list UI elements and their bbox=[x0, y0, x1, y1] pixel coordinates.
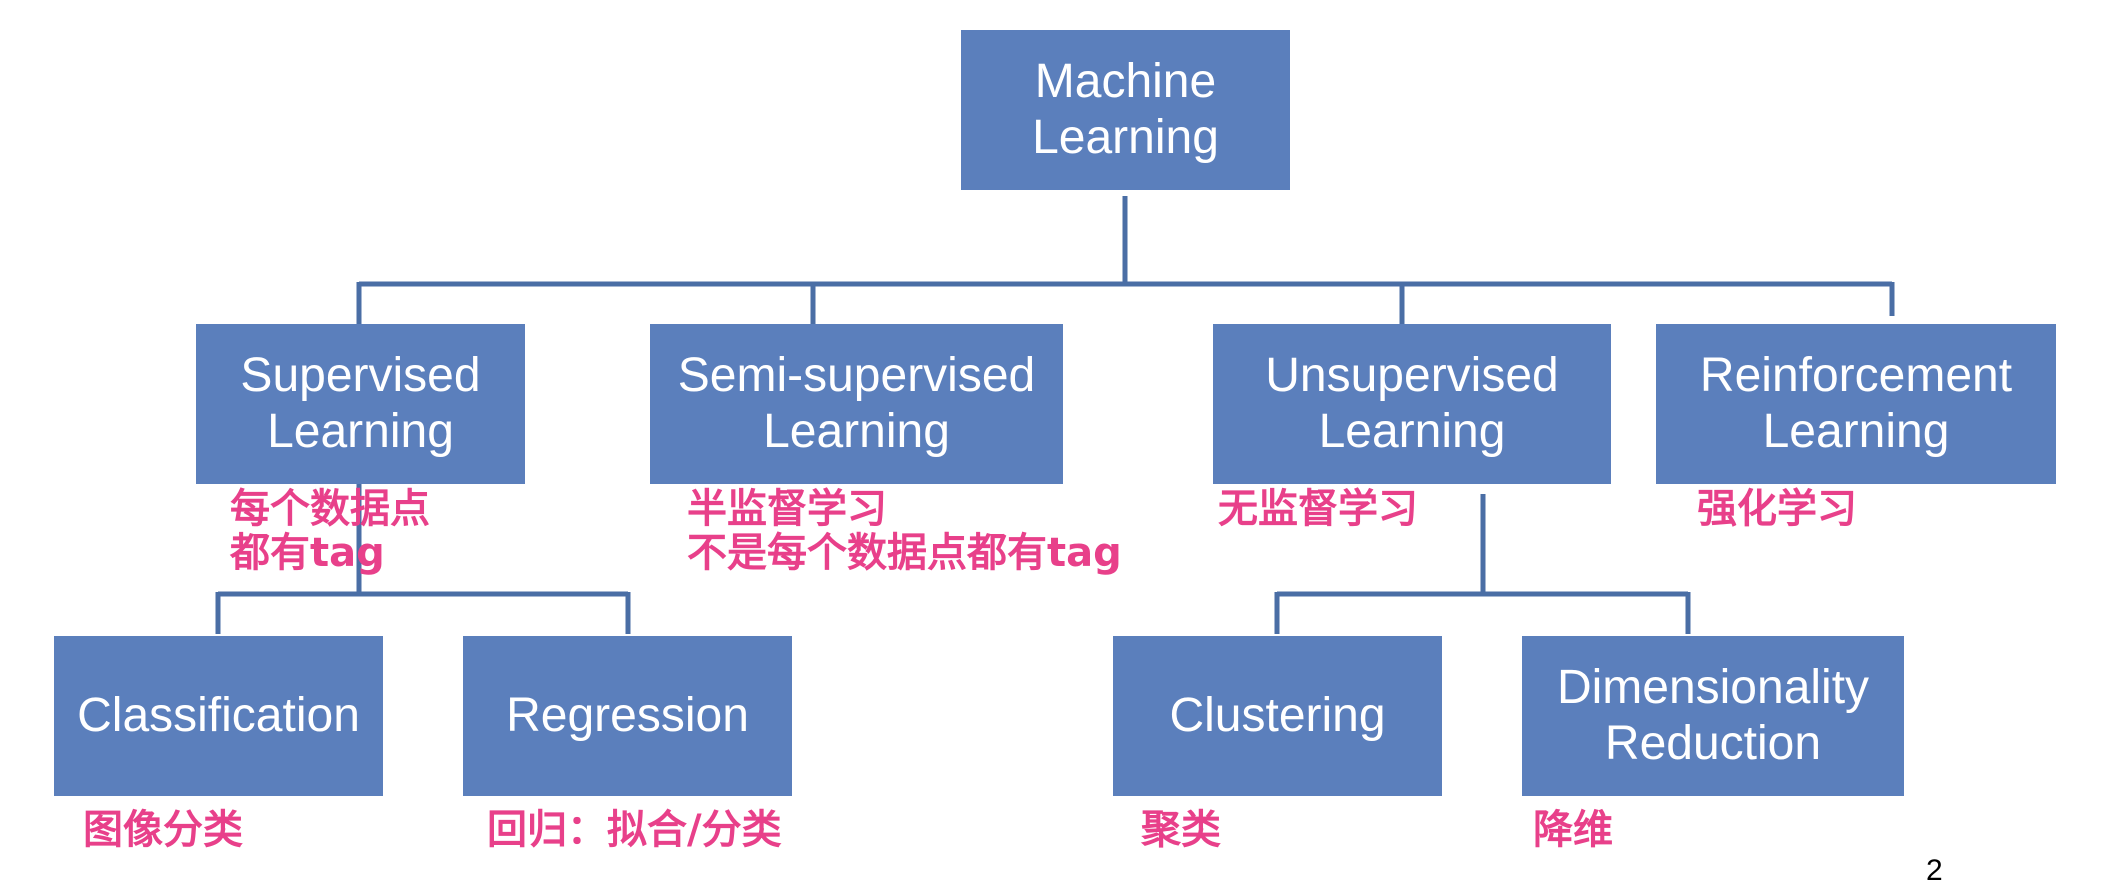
annotation-reinforcement: 强化学习 bbox=[1697, 486, 1857, 532]
box-regression: Regression bbox=[463, 636, 792, 796]
root-box-machine-learning: Machine Learning bbox=[961, 30, 1290, 190]
annotation-semi-supervised: 半监督学习 不是每个数据点都有tag bbox=[687, 486, 1122, 576]
annotation-classification: 图像分类 bbox=[83, 807, 243, 853]
reinforcement-label: Reinforcement Learning bbox=[1699, 349, 2013, 458]
box-classification: Classification bbox=[54, 636, 383, 796]
root-label: Machine Learning bbox=[1032, 55, 1219, 164]
annotation-dimensionality-reduction: 降维 bbox=[1533, 807, 1613, 853]
clustering-label: Clustering bbox=[1169, 689, 1386, 742]
unsupervised-label: Unsupervised Learning bbox=[1265, 349, 1559, 458]
box-reinforcement-learning: Reinforcement Learning bbox=[1656, 324, 2056, 484]
box-unsupervised-learning: Unsupervised Learning bbox=[1213, 324, 1611, 484]
semi-supervised-label: Semi-supervised Learning bbox=[677, 349, 1036, 458]
annotation-supervised: 每个数据点 都有tag bbox=[230, 486, 430, 576]
box-dimensionality-reduction: Dimensionality Reduction bbox=[1522, 636, 1904, 796]
dimensionality-reduction-label: Dimensionality Reduction bbox=[1556, 661, 1870, 770]
box-supervised-learning: Supervised Learning bbox=[196, 324, 525, 484]
annotation-unsupervised: 无监督学习 bbox=[1218, 486, 1418, 532]
box-clustering: Clustering bbox=[1113, 636, 1442, 796]
classification-label: Classification bbox=[77, 689, 360, 742]
page-number: 2 bbox=[1926, 854, 1943, 887]
box-semi-supervised-learning: Semi-supervised Learning bbox=[650, 324, 1063, 484]
annotation-regression: 回归：拟合/分类 bbox=[487, 807, 782, 853]
regression-label: Regression bbox=[506, 689, 749, 742]
annotation-clustering: 聚类 bbox=[1141, 807, 1221, 853]
supervised-label: Supervised Learning bbox=[240, 349, 481, 458]
